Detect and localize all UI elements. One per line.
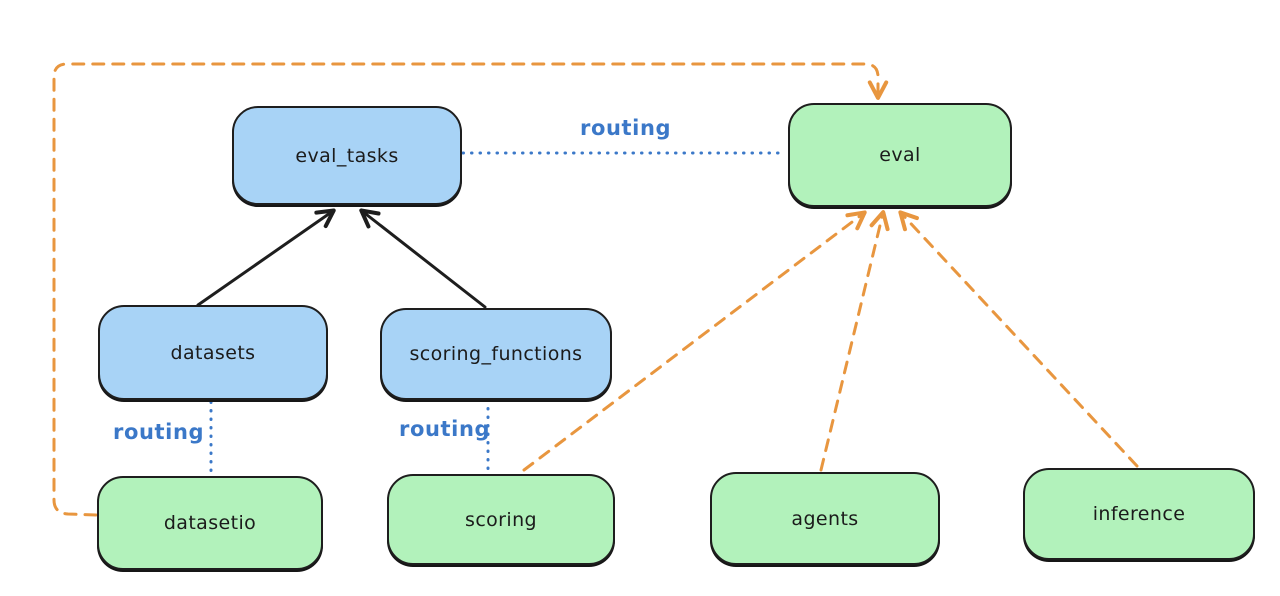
routing-label-datasets-datasetio: routing — [113, 420, 205, 444]
edge-agents-to-eval — [819, 210, 890, 472]
node-datasetio-label: datasetio — [163, 512, 257, 534]
routing-label-eval-tasks-eval: routing — [580, 116, 672, 140]
node-agents-label: agents — [791, 507, 859, 530]
node-datasetio: datasetio — [97, 476, 323, 570]
node-eval-label: eval — [879, 144, 921, 166]
node-scoring-label: scoring — [465, 508, 537, 531]
node-scoring-functions-label: scoring_functions — [409, 343, 583, 365]
node-eval: eval — [788, 103, 1012, 207]
node-datasets-label: datasets — [170, 341, 256, 364]
edge-scoring-functions-to-eval-tasks — [359, 208, 487, 309]
edge-scoring-to-eval — [522, 210, 867, 472]
node-eval-tasks: eval_tasks — [232, 106, 462, 205]
routing-label-scoring-functions-scoring: routing — [399, 417, 491, 441]
edge-inference-to-eval — [898, 210, 1139, 468]
node-scoring: scoring — [387, 474, 615, 565]
node-inference-label: inference — [1092, 503, 1186, 525]
edge-datasets-to-eval-tasks — [196, 208, 336, 307]
node-datasets: datasets — [98, 305, 328, 400]
node-inference: inference — [1023, 468, 1255, 560]
node-agents: agents — [710, 472, 940, 565]
node-scoring-functions: scoring_functions — [380, 308, 612, 400]
node-eval-tasks-label: eval_tasks — [295, 144, 399, 167]
edge-datasetio-to-eval — [52, 62, 889, 517]
